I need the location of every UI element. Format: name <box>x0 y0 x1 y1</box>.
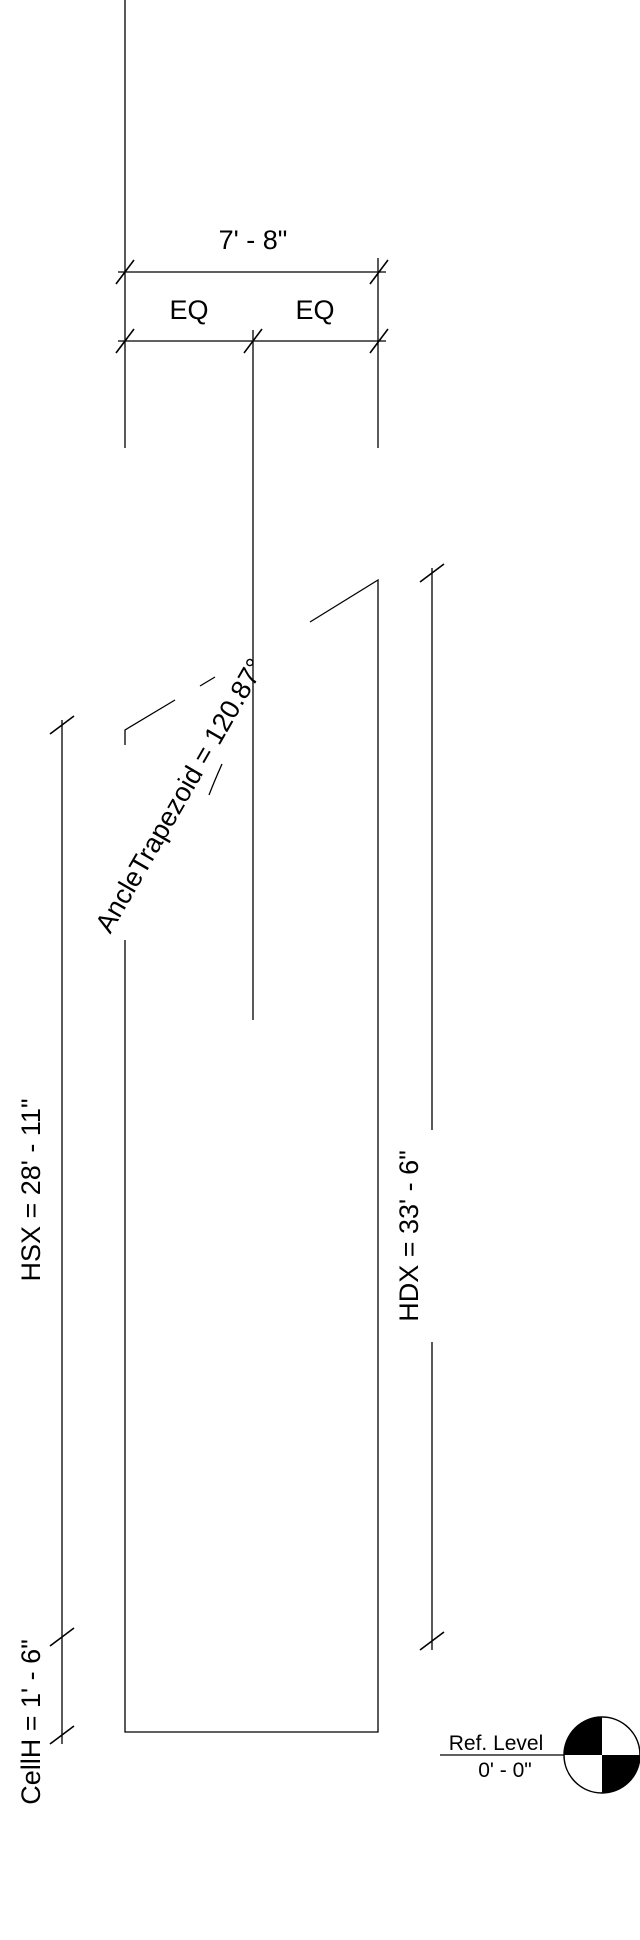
dimension-angle[interactable]: AncleTrapezoid = 120.87° <box>90 653 271 937</box>
level-symbol-icon <box>563 1716 640 1794</box>
cellh-label: CellH = 1' - 6" <box>16 1639 46 1805</box>
hdx-label: HDX = 33' - 6" <box>394 1150 424 1322</box>
level-elevation: 0' - 0" <box>478 1759 531 1782</box>
dimension-hdx[interactable]: HDX = 33' - 6" <box>394 563 445 1651</box>
level-marker[interactable]: Ref. Level 0' - 0" <box>440 1716 640 1794</box>
dimension-overall-width-label: 7' - 8" <box>219 225 288 255</box>
dimension-eq[interactable]: EQ EQ <box>115 295 389 354</box>
eq-left-label: EQ <box>169 295 208 325</box>
trapezoid-profile[interactable] <box>124 699 176 745</box>
level-name: Ref. Level <box>449 1732 544 1755</box>
eq-right-label: EQ <box>295 295 334 325</box>
hsx-label: HSX = 28' - 11" <box>16 1098 46 1281</box>
trapezoid-profile-left-top[interactable] <box>199 676 216 687</box>
trapezoid-profile-right-top[interactable] <box>124 578 379 1733</box>
dimension-hsx[interactable]: HSX = 28' - 11" CellH = 1' - 6" <box>16 715 75 1805</box>
angle-label: AncleTrapezoid = 120.87° <box>90 653 271 937</box>
dimension-overall-width[interactable]: 7' - 8" <box>115 225 389 285</box>
